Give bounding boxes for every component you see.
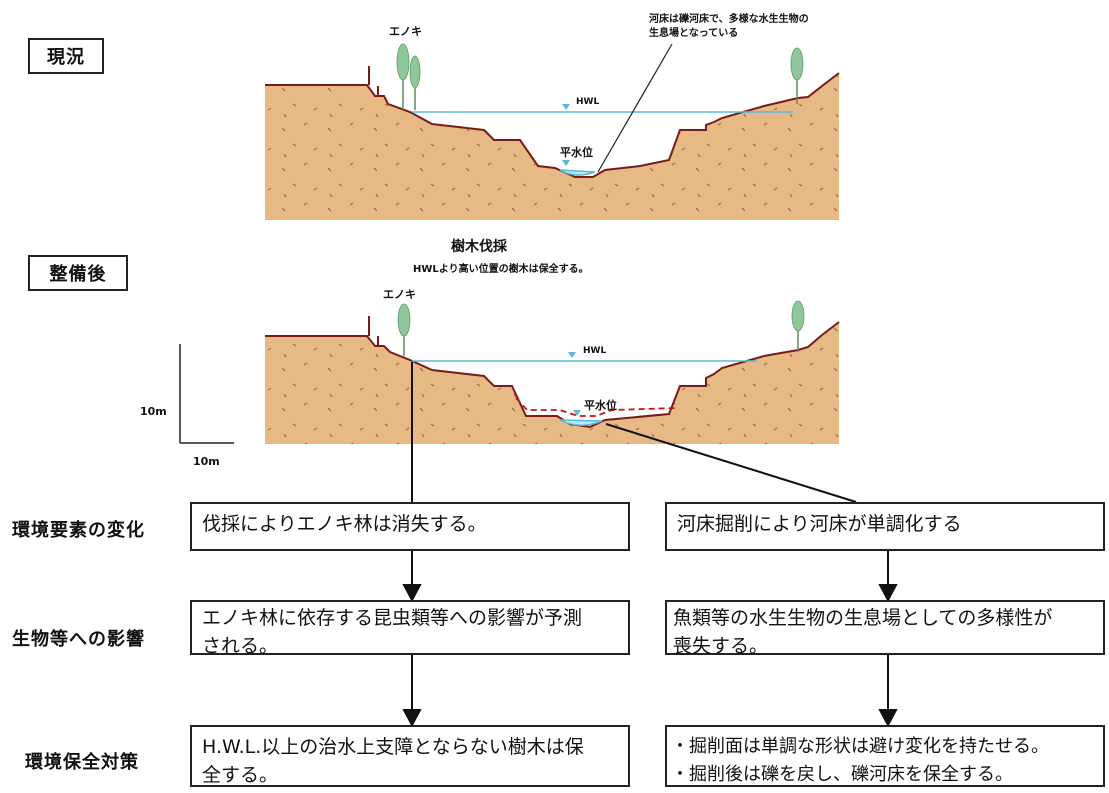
- enoki-tree-icon: [397, 303, 411, 356]
- right-env-change-text: 河床掘削により河床が単調化する: [677, 513, 962, 535]
- normal-water-marker-icon: [573, 410, 581, 416]
- hwl-marker-icon: [568, 352, 576, 358]
- current-cross-section: [265, 43, 840, 220]
- hwl-label-bottom: HWL: [583, 346, 607, 356]
- right-conservation-box: ・掘削面は単調な形状は避け変化を持たせる。 ・掘削後は礫を戻し、礫河床を保全する…: [665, 725, 1105, 787]
- left-bio-impact-text-1: エノキ林に依存する昆虫類等への影響が予測: [202, 607, 583, 629]
- arrow-down-icon: [878, 584, 898, 603]
- hwl-marker-icon: [562, 104, 570, 110]
- tree-cutting-title: 樹木伐採: [451, 239, 507, 255]
- normal-water-label-bottom: 平水位: [584, 399, 617, 412]
- after-normal-water: [559, 419, 603, 426]
- riverbed-callout-line: [597, 43, 673, 173]
- arrow-down-icon: [402, 709, 422, 728]
- enoki-label-top: エノキ: [389, 25, 422, 38]
- scale-bar: [179, 344, 234, 444]
- after-cross-section: [265, 300, 840, 444]
- current-normal-water: [559, 169, 596, 176]
- tree-icon: [791, 300, 805, 352]
- right-conservation-text-2: ・掘削後は礫を戻し、礫河床を保全する。: [671, 764, 1013, 785]
- normal-water-label-top: 平水位: [560, 146, 593, 159]
- left-env-change-text: 伐採によりエノキ林は消失する。: [202, 513, 487, 535]
- left-conservation-text-2: 全する。: [202, 764, 279, 786]
- right-conservation-text-1: ・掘削面は単調な形状は避け変化を持たせる。: [671, 736, 1049, 757]
- current-ground: [265, 73, 839, 220]
- after-ground: [265, 322, 839, 444]
- enoki-label-bottom: エノキ: [383, 288, 416, 301]
- riverbed-note-line2: 生息場となっている: [649, 28, 739, 39]
- row-label-bio-impact: 生物等への影響: [12, 629, 145, 650]
- enoki-tree-icon: [396, 43, 421, 110]
- right-bio-impact-text-1: 魚類等の水生生物の生息場としての多様性が: [673, 607, 1053, 629]
- riverbed-note-line1: 河床は礫河床で、多様な水生生物の: [649, 14, 809, 25]
- after-label: 整備後: [28, 255, 128, 291]
- arrow-down-icon: [402, 584, 422, 603]
- right-bio-impact-box: 魚類等の水生生物の生息場としての多様性が 喪失する。: [665, 600, 1105, 657]
- hwl-label-top: HWL: [576, 97, 600, 107]
- excavation-dashed-line: [515, 397, 677, 417]
- right-bio-impact-text-2: 喪失する。: [673, 635, 769, 657]
- current-ground-outline: [265, 72, 840, 178]
- left-conservation-text-1: H.W.L.以上の治水上支障とならない樹木は保: [202, 736, 584, 758]
- scale-vertical-label: 10m: [140, 405, 167, 418]
- tree-icon: [790, 47, 804, 104]
- normal-water-marker-icon: [562, 160, 570, 166]
- tree-cutting-note: HWLより高い位置の樹木は保全する。: [413, 264, 589, 275]
- row-label-conservation: 環境保全対策: [25, 752, 139, 773]
- right-env-change-box: 河床掘削により河床が単調化する: [665, 502, 1105, 551]
- current-label: 現況: [28, 38, 104, 74]
- left-env-change-box: 伐採によりエノキ林は消失する。: [190, 502, 630, 551]
- arrow-down-icon: [878, 709, 898, 728]
- left-conservation-box: H.W.L.以上の治水上支障とならない樹木は保 全する。: [190, 725, 630, 787]
- flow-connectors: [402, 362, 898, 728]
- left-bio-impact-text-2: される。: [202, 635, 279, 657]
- row-label-env-change: 環境要素の変化: [12, 520, 145, 541]
- scale-horizontal-label: 10m: [193, 455, 220, 468]
- left-bio-impact-box: エノキ林に依存する昆虫類等への影響が予測 される。: [190, 600, 630, 657]
